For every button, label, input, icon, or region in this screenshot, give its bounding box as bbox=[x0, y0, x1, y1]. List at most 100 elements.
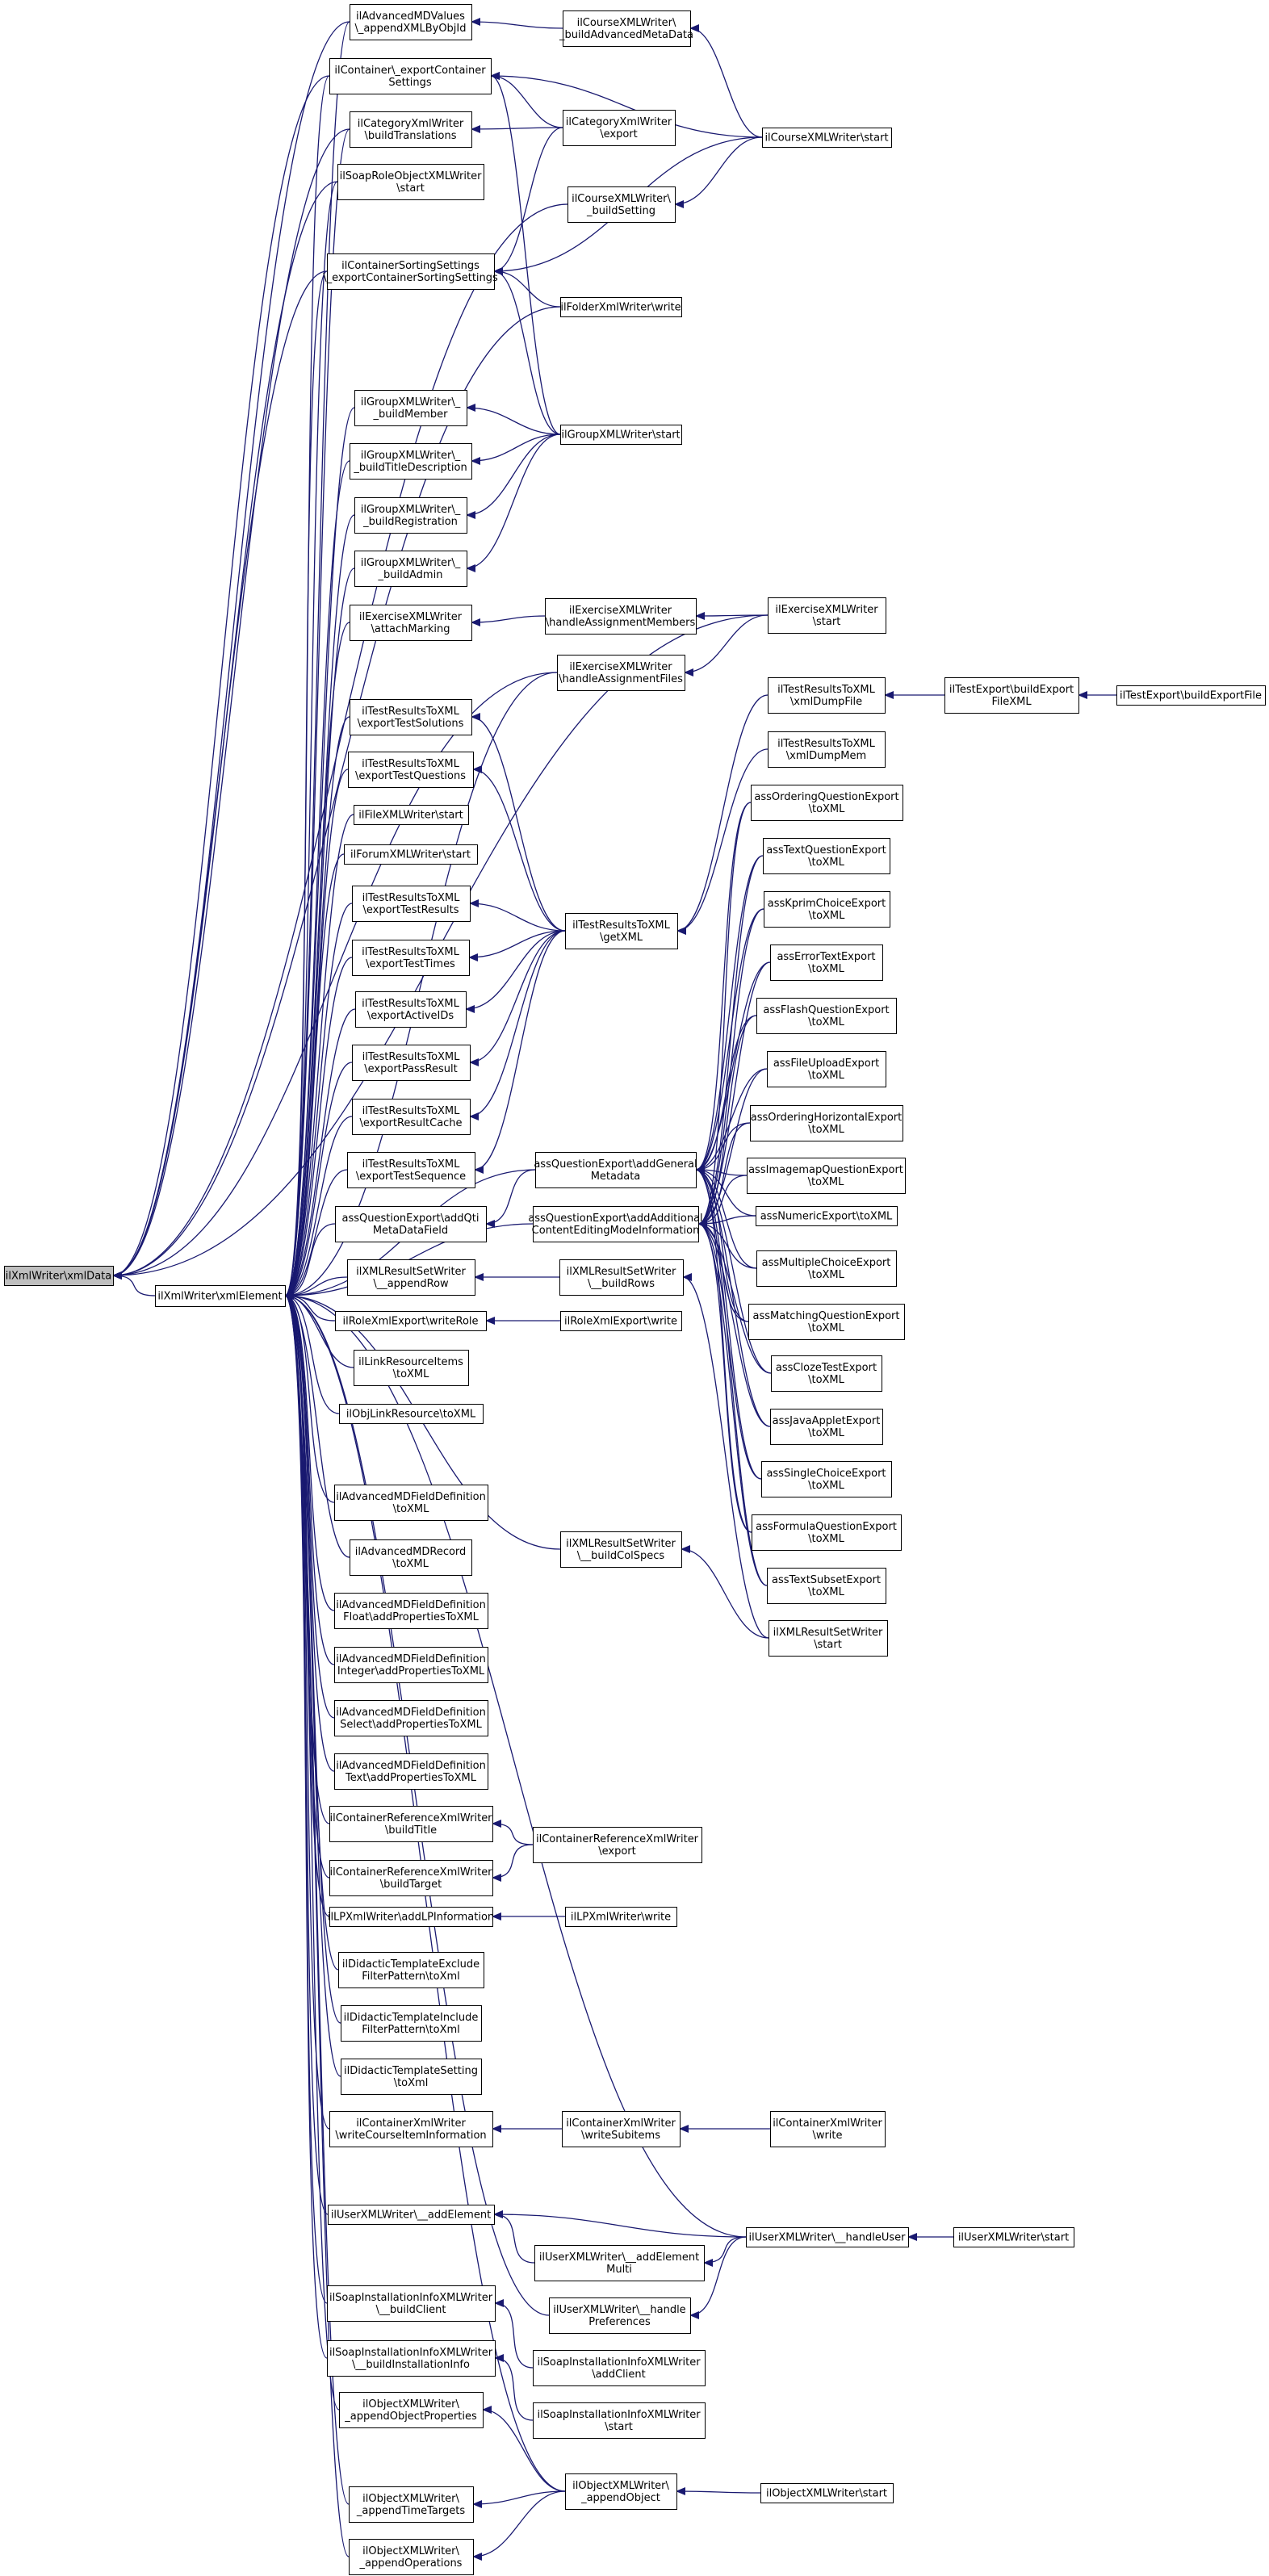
node-contSort[interactable]: ilContainerSortingSettings\_exportContai… bbox=[323, 253, 498, 290]
node-amdValues[interactable]: ilAdvancedMDValues\_appendXMLByObjId bbox=[350, 4, 472, 40]
node-userStart[interactable]: ilUserXMLWriter\start bbox=[953, 2227, 1074, 2247]
node-qJava[interactable]: assJavaAppletExport\toXML bbox=[770, 1409, 883, 1445]
node-amdText[interactable]: ilAdvancedMDFieldDefinitionText\addPrope… bbox=[334, 1753, 488, 1790]
node-catBuildTrans[interactable]: ilCategoryXmlWriter\buildTranslations bbox=[350, 111, 472, 148]
node-trPass[interactable]: ilTestResultsToXML\exportPassResult bbox=[352, 1045, 471, 1081]
node-teFile[interactable]: ilTestExport\buildExportFile bbox=[1116, 685, 1266, 706]
node-qImagemap[interactable]: assImagemapQuestionExport\toXML bbox=[747, 1158, 906, 1194]
node-cxWriteSub[interactable]: ilContainerXmlWriter\writeSubitems bbox=[562, 2111, 681, 2147]
node-crBuildTarget[interactable]: ilContainerReferenceXmlWriter\buildTarge… bbox=[329, 1860, 493, 1896]
node-rsBuildColSpecs[interactable]: ilXMLResultSetWriter\__buildColSpecs bbox=[560, 1531, 682, 1568]
node-grpStart[interactable]: ilGroupXMLWriter\start bbox=[560, 425, 682, 445]
node-qNumeric[interactable]: assNumericExport\toXML bbox=[756, 1206, 898, 1226]
node-objAppend[interactable]: ilObjectXMLWriter\_appendObject bbox=[565, 2473, 677, 2510]
node-crBuildTitle[interactable]: ilContainerReferenceXmlWriter\buildTitle bbox=[329, 1806, 493, 1842]
node-label: \buildTarget bbox=[380, 1879, 442, 1891]
node-soapRoleStart[interactable]: ilSoapRoleObjectXMLWriter\start bbox=[337, 164, 484, 200]
node-trTimes[interactable]: ilTestResultsToXML\exportTestTimes bbox=[352, 940, 470, 976]
node-soapBuildInst[interactable]: ilSoapInstallationInfoXMLWriter\__buildI… bbox=[327, 2340, 496, 2377]
node-grpTitle[interactable]: ilGroupXMLWriter\__buildTitleDescription bbox=[350, 443, 472, 480]
node-qSingle[interactable]: assSingleChoiceExport\toXML bbox=[761, 1461, 892, 1497]
node-trCache[interactable]: ilTestResultsToXML\exportResultCache bbox=[352, 1099, 471, 1135]
node-aqAdditional[interactable]: assQuestionExport\addAdditionalContentEd… bbox=[528, 1206, 703, 1242]
node-amdSelect[interactable]: ilAdvancedMDFieldDefinitionSelect\addPro… bbox=[334, 1700, 488, 1736]
node-cxWriteCourse[interactable]: ilContainerXmlWriter\writeCourseItemInfo… bbox=[329, 2111, 493, 2147]
node-objProps[interactable]: ilObjectXMLWriter\_appendObjectPropertie… bbox=[339, 2392, 484, 2428]
node-trResults[interactable]: ilTestResultsToXML\exportTestResults bbox=[352, 886, 471, 922]
node-lpWrite[interactable]: ilLPXmlWriter\write bbox=[565, 1907, 677, 1927]
node-exHandleFiles[interactable]: ilExerciseXMLWriter\handleAssignmentFile… bbox=[557, 655, 685, 691]
node-qText[interactable]: assTextQuestionExport\toXML bbox=[763, 838, 890, 874]
node-qMultiple[interactable]: assMultipleChoiceExport\toXML bbox=[756, 1250, 897, 1287]
node-soapAddClient[interactable]: ilSoapInstallationInfoXMLWriter\addClien… bbox=[533, 2350, 706, 2386]
node-box bbox=[760, 2483, 894, 2503]
node-userAddElem[interactable]: ilUserXMLWriter\__addElement bbox=[328, 2205, 495, 2225]
node-crsStart[interactable]: ilCourseXMLWriter\start bbox=[762, 128, 892, 148]
node-qMatching[interactable]: assMatchingQuestionExport\toXML bbox=[748, 1304, 905, 1340]
node-qFlash[interactable]: assFlashQuestionExport\toXML bbox=[756, 998, 897, 1034]
node-folderWrite[interactable]: ilFolderXmlWriter\write bbox=[560, 297, 682, 317]
node-grpMember[interactable]: ilGroupXMLWriter\__buildMember bbox=[354, 390, 467, 426]
node-soapStart[interactable]: ilSoapInstallationInfoXMLWriter\start bbox=[533, 2402, 706, 2439]
node-didSetting[interactable]: ilDidacticTemplateSetting\toXml bbox=[341, 2059, 482, 2095]
node-root[interactable]: ilXmlWriter\xmlData bbox=[4, 1266, 114, 1286]
node-crExport[interactable]: ilContainerReferenceXmlWriter\export bbox=[533, 1827, 702, 1863]
node-qCloze[interactable]: assClozeTestExport\toXML bbox=[771, 1355, 882, 1392]
node-exAttach[interactable]: ilExerciseXMLWriter\attachMarking bbox=[350, 605, 472, 641]
node-objLinkRes[interactable]: ilObjLinkResource\toXML bbox=[339, 1404, 484, 1424]
node-soapBuildClient[interactable]: ilSoapInstallationInfoXMLWriter\__buildC… bbox=[327, 2285, 496, 2322]
node-qFormula[interactable]: assFormulaQuestionExport\toXML bbox=[752, 1514, 902, 1551]
node-crsBuildSetting[interactable]: ilCourseXMLWriter\_buildSetting bbox=[567, 186, 676, 223]
node-qKprim[interactable]: assKprimChoiceExport\toXML bbox=[764, 891, 890, 928]
node-rsAppendRow[interactable]: ilXMLResultSetWriter\__appendRow bbox=[347, 1259, 475, 1296]
node-trQuestions[interactable]: ilTestResultsToXML\exportTestQuestions bbox=[348, 752, 474, 788]
node-exStart[interactable]: ilExerciseXMLWriter\start bbox=[768, 597, 886, 634]
node-trDumpMem[interactable]: ilTestResultsToXML\xmlDumpMem bbox=[768, 731, 886, 768]
node-grpReg[interactable]: ilGroupXMLWriter\__buildRegistration bbox=[354, 497, 467, 534]
node-qOrderingH[interactable]: assOrderingHorizontalExport\toXML bbox=[750, 1105, 903, 1141]
node-rsStart[interactable]: ilXMLResultSetWriter\start bbox=[769, 1620, 888, 1657]
node-forumStart[interactable]: ilForumXMLWriter\start bbox=[344, 844, 478, 865]
node-grpAdmin[interactable]: ilGroupXMLWriter\__buildAdmin bbox=[354, 551, 467, 587]
node-rsBuildRows[interactable]: ilXMLResultSetWriter\__buildRows bbox=[559, 1259, 684, 1296]
node-amdInteger[interactable]: ilAdvancedMDFieldDefinitionInteger\addPr… bbox=[334, 1647, 488, 1683]
node-objTime[interactable]: ilObjectXMLWriter\_appendTimeTargets bbox=[349, 2486, 474, 2523]
node-qErrorText[interactable]: assErrorTextExport\toXML bbox=[770, 945, 883, 981]
node-qOrdering[interactable]: assOrderingQuestionExport\toXML bbox=[751, 785, 903, 821]
node-qTextSubset[interactable]: assTextSubsetExport\toXML bbox=[767, 1568, 886, 1604]
node-cxWrite[interactable]: ilContainerXmlWriter\write bbox=[770, 2111, 886, 2147]
node-qFileUpload[interactable]: assFileUploadExport\toXML bbox=[767, 1051, 886, 1087]
node-lpAdd[interactable]: ilLPXmlWriter\addLPInformation bbox=[328, 1907, 494, 1927]
edge-exHandleFiles-to-xmlElement bbox=[284, 672, 558, 1300]
node-exHandleMembers[interactable]: ilExerciseXMLWriter\handleAssignmentMemb… bbox=[545, 598, 697, 635]
node-objOps[interactable]: ilObjectXMLWriter\_appendOperations bbox=[349, 2539, 474, 2575]
node-label: ilUserXMLWriter\__handle bbox=[553, 2304, 685, 2316]
node-label: \start bbox=[605, 2421, 633, 2433]
node-amdFloat[interactable]: ilAdvancedMDFieldDefinitionFloat\addProp… bbox=[334, 1593, 488, 1629]
node-didInclude[interactable]: ilDidacticTemplateIncludeFilterPattern\t… bbox=[341, 2005, 482, 2042]
node-trGetXML[interactable]: ilTestResultsToXML\getXML bbox=[565, 913, 678, 949]
node-roleExport[interactable]: ilRoleXmlExport\write bbox=[560, 1311, 682, 1331]
node-trSolutions[interactable]: ilTestResultsToXML\exportTestSolutions bbox=[350, 699, 472, 735]
node-fileStart[interactable]: ilFileXMLWriter\start bbox=[354, 805, 469, 825]
node-trActive[interactable]: ilTestResultsToXML\exportActiveIDs bbox=[355, 991, 467, 1028]
node-amdFieldDef[interactable]: ilAdvancedMDFieldDefinition\toXML bbox=[334, 1485, 488, 1521]
node-crsBuildAdv[interactable]: ilCourseXMLWriter\_buildAdvancedMetaData bbox=[559, 10, 693, 47]
node-catExport[interactable]: ilCategoryXmlWriter\export bbox=[563, 110, 676, 146]
node-trDumpFile[interactable]: ilTestResultsToXML\xmlDumpFile bbox=[768, 677, 886, 714]
node-linkRes[interactable]: ilLinkResourceItems\toXML bbox=[354, 1350, 469, 1386]
node-trSeq[interactable]: ilTestResultsToXML\exportTestSequence bbox=[347, 1152, 475, 1188]
node-roleWrite[interactable]: ilRoleXmlExport\writeRole bbox=[335, 1311, 487, 1331]
node-amdRecord[interactable]: ilAdvancedMDRecord\toXML bbox=[350, 1539, 472, 1576]
node-userHandleUser[interactable]: ilUserXMLWriter\__handleUser bbox=[746, 2227, 909, 2247]
node-didExclude[interactable]: ilDidacticTemplateExcludeFilterPattern\t… bbox=[338, 1952, 484, 1988]
node-xmlElement[interactable]: ilXmlWriter\xmlElement bbox=[155, 1285, 286, 1307]
node-label: \__buildColSpecs bbox=[577, 1550, 665, 1562]
node-objStart[interactable]: ilObjectXMLWriter\start bbox=[760, 2483, 894, 2503]
